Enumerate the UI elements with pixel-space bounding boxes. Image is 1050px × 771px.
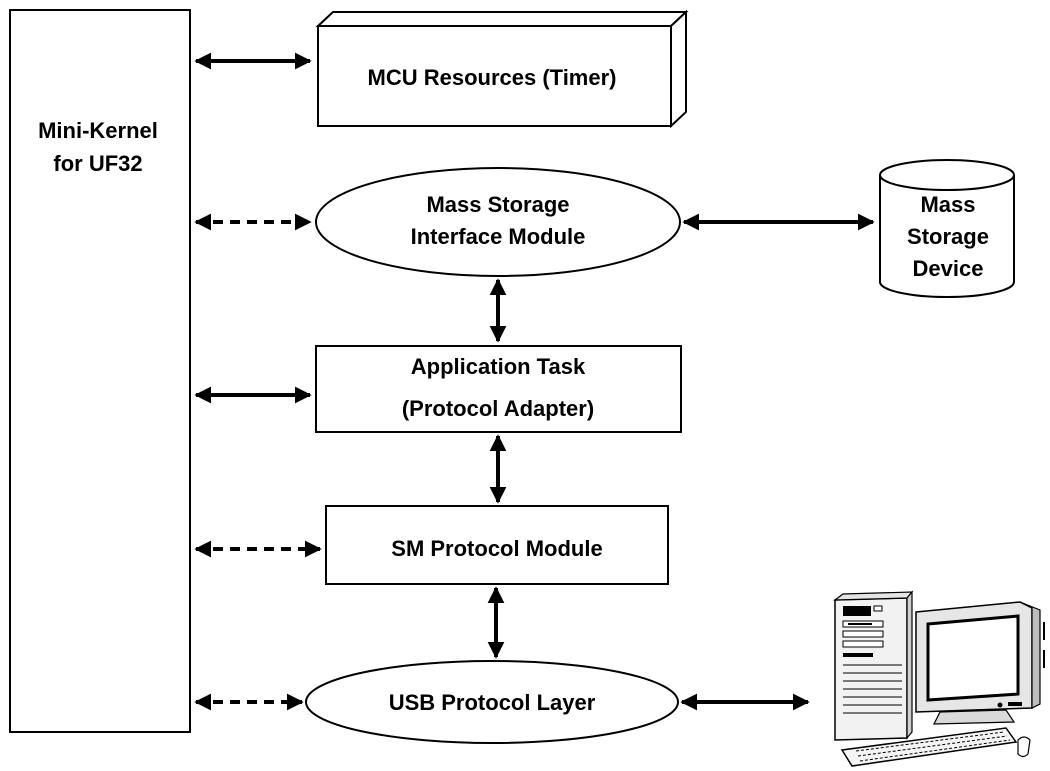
mass-storage-interface-label-line1: Mass Storage <box>426 192 569 217</box>
application-task-label-line2: (Protocol Adapter) <box>402 396 594 421</box>
application-task-box: Application Task (Protocol Adapter) <box>315 345 682 433</box>
mass-storage-device-cylinder: Mass Storage Device <box>879 159 1015 298</box>
desktop-computer-icon <box>833 590 1045 767</box>
mass-storage-interface-ellipse: Mass Storage Interface Module <box>315 167 681 277</box>
mini-kernel-label-line2: for UF32 <box>53 151 142 176</box>
mass-storage-device-label-line1: Mass <box>920 192 975 217</box>
sm-protocol-module-label: SM Protocol Module <box>391 536 602 561</box>
mass-storage-device-label-line2: Storage <box>907 224 989 249</box>
application-task-label-line1: Application Task <box>411 354 586 379</box>
mass-storage-interface-label-line2: Interface Module <box>411 224 586 249</box>
mcu-resources-label: MCU Resources (Timer) <box>368 65 617 90</box>
usb-protocol-layer-label: USB Protocol Layer <box>389 690 596 715</box>
sm-protocol-module-box: SM Protocol Module <box>325 505 669 585</box>
mass-storage-device-label-line3: Device <box>913 256 984 281</box>
mcu-resources-box: MCU Resources (Timer) <box>315 9 689 129</box>
mini-kernel-label-line1: Mini-Kernel <box>38 118 158 143</box>
mini-kernel-box: Mini-Kernel for UF32 <box>9 9 191 733</box>
usb-protocol-layer-ellipse: USB Protocol Layer <box>305 660 679 744</box>
